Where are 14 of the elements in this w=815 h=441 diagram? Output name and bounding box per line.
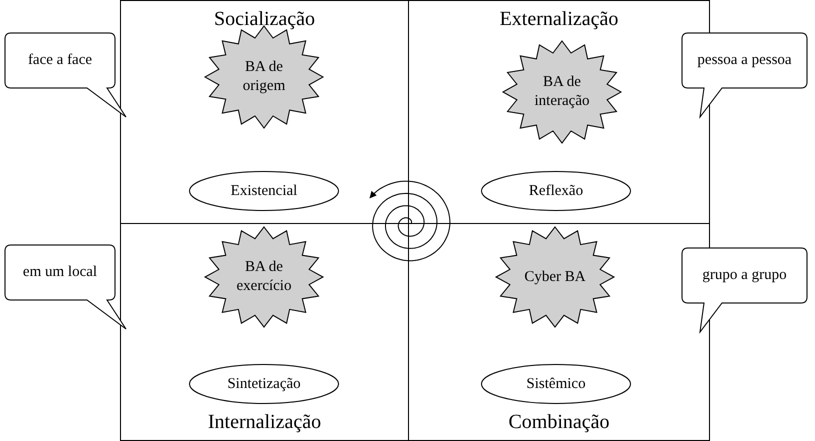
quadrant-title: Internalização xyxy=(206,410,322,434)
ellipse-shape: Sistêmico xyxy=(481,364,631,404)
ellipse-shape: Reflexão xyxy=(481,171,631,211)
ellipse-shape: Sintetização xyxy=(189,364,339,404)
quadrant-panel xyxy=(120,0,409,224)
starburst-shape: BA de exercício xyxy=(205,227,323,327)
starburst-shape: Cyber BA xyxy=(496,227,614,327)
speech-bubble: em um local xyxy=(5,245,127,330)
quadrant-title: Externalização xyxy=(498,7,620,31)
ellipse-shape: Existencial xyxy=(189,171,339,211)
quadrant-title: Combinação xyxy=(507,410,611,434)
quadrant-panel xyxy=(120,223,409,441)
speech-bubble: face a face xyxy=(5,33,127,118)
starburst-shape: BA de interação xyxy=(503,41,621,143)
